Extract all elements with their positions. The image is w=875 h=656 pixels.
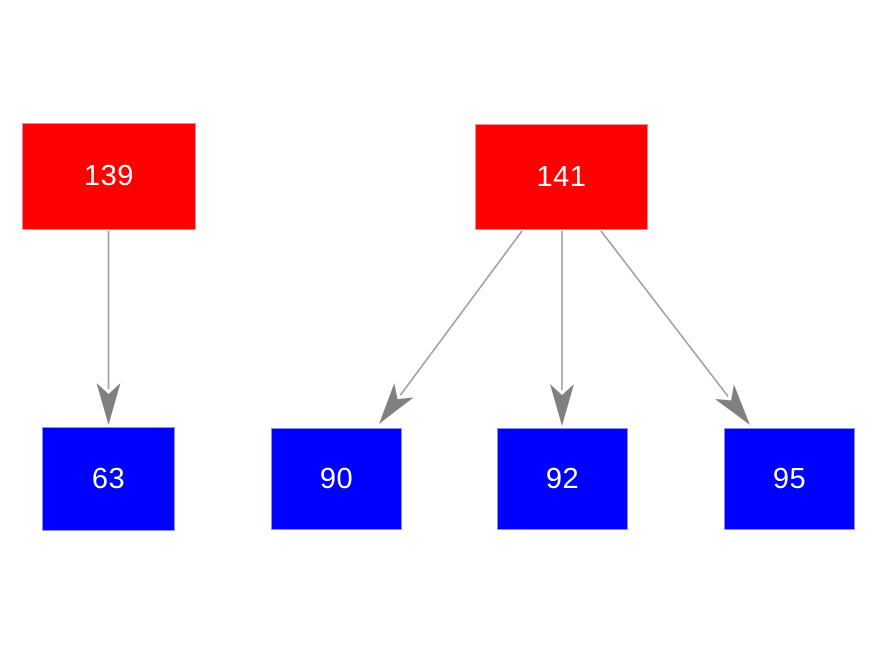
- graph-node-141[interactable]: 141: [475, 124, 648, 230]
- node-label: 141: [536, 160, 587, 193]
- node-label: 63: [91, 462, 126, 495]
- edge-arrowhead: [550, 384, 574, 426]
- graph-node-63[interactable]: 63: [42, 427, 175, 531]
- edge-arrowhead: [714, 384, 750, 425]
- graph-node-139[interactable]: 139: [22, 123, 196, 230]
- graph-node-90[interactable]: 90: [271, 428, 402, 530]
- node-label: 92: [545, 462, 580, 495]
- edge-line: [600, 230, 729, 397]
- node-label: 139: [84, 160, 134, 192]
- graph-node-95[interactable]: 95: [724, 428, 855, 530]
- node-label: 90: [319, 462, 354, 495]
- edge-line: [399, 230, 523, 396]
- edge-arrowhead: [379, 383, 414, 424]
- edge-arrowhead: [96, 383, 121, 425]
- node-label: 95: [772, 462, 807, 495]
- graph-node-92[interactable]: 92: [497, 428, 628, 530]
